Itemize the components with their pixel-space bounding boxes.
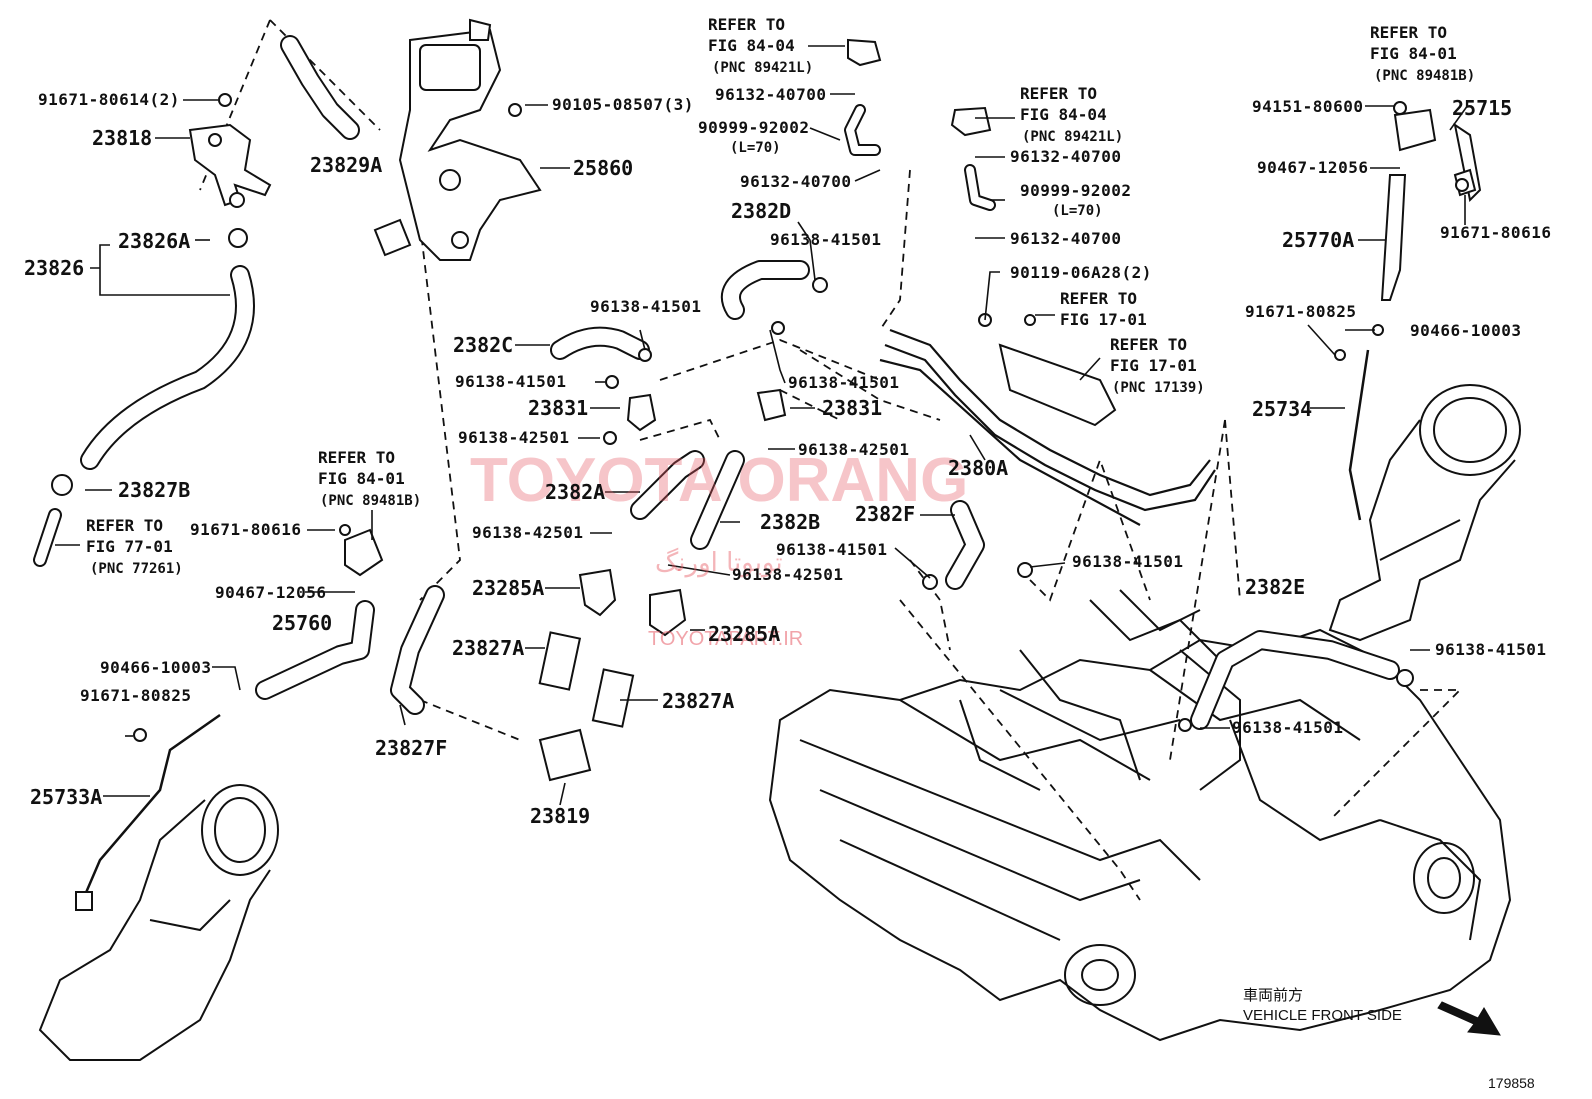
label-96132-40700-c[interactable]: 96132-40700 [1010, 147, 1122, 166]
front-arrow-icon [1437, 1001, 1501, 1036]
label-2380A[interactable]: 2380A [948, 456, 1009, 480]
refer-77-line1: REFER TO [86, 516, 164, 535]
label-90467-12056-right[interactable]: 90467-12056 [1257, 158, 1369, 177]
label-leaders [55, 45, 1469, 806]
refer-left-pnc: (PNC 89481B) [320, 493, 422, 509]
label-96138-42501-b[interactable]: 96138-42501 [732, 565, 844, 584]
label-23819[interactable]: 23819 [530, 804, 591, 828]
refer-right-line1: REFER TO [1370, 23, 1448, 42]
refer-top-pnc: (PNC 89421L) [712, 60, 814, 76]
label-96138-41501-e[interactable]: 96138-41501 [776, 540, 888, 559]
label-90999-length-a: (L=70) [730, 140, 781, 156]
label-96138-41501-f[interactable]: 96138-41501 [1072, 552, 1184, 571]
label-91671-80616-right[interactable]: 91671-80616 [1440, 223, 1552, 242]
front-side-en: VEHICLE FRONT SIDE [1243, 1007, 1402, 1024]
label-23826A[interactable]: 23826A [118, 229, 191, 253]
turbo-left [38, 784, 279, 1061]
small-parts [51, 38, 1469, 782]
label-96132-40700-d[interactable]: 96132-40700 [1010, 229, 1122, 248]
refer-77-pnc: (PNC 77261) [90, 561, 183, 577]
refer-17b-line1: REFER TO [1110, 335, 1188, 354]
front-side-jp: 車両前方 [1243, 987, 1304, 1004]
label-90467-12056-left[interactable]: 90467-12056 [215, 583, 327, 602]
label-23827A-1[interactable]: 23827A [452, 636, 525, 660]
hoses [33, 35, 1400, 730]
watermark-persian: تویوتا اورنگ [655, 548, 783, 578]
label-91671-80825-right[interactable]: 91671-80825 [1245, 302, 1357, 321]
label-90105-08507[interactable]: 90105-08507(3) [552, 95, 694, 114]
refer-left-line1: REFER TO [318, 448, 396, 467]
label-25715[interactable]: 25715 [1452, 96, 1513, 120]
pipe-2380A [879, 328, 1216, 526]
label-2382E[interactable]: 2382E [1245, 575, 1306, 599]
right-parts [1348, 108, 1482, 521]
label-96138-41501-b[interactable]: 96138-41501 [590, 297, 702, 316]
label-23827F[interactable]: 23827F [375, 736, 448, 760]
label-96132-40700-b[interactable]: 96132-40700 [740, 172, 852, 191]
refer-17b-pnc: (PNC 17139) [1112, 380, 1205, 396]
label-23827A-2[interactable]: 23827A [662, 689, 735, 713]
label-96138-41501-g[interactable]: 96138-41501 [1232, 718, 1344, 737]
refer-top-line1: REFER TO [708, 15, 786, 34]
label-96138-42501-c[interactable]: 96138-42501 [458, 428, 570, 447]
refer-17b-line2[interactable]: FIG 17-01 [1110, 356, 1197, 375]
watermark-site: TOYOTAPART.IR [648, 628, 804, 650]
label-23826[interactable]: 23826 [24, 256, 85, 280]
diagram-number: 179858 [1488, 1075, 1535, 1091]
label-23831-right[interactable]: 23831 [822, 396, 883, 420]
label-90466-10003-left[interactable]: 90466-10003 [100, 658, 212, 677]
refer-right-line2[interactable]: FIG 84-01 [1370, 44, 1457, 63]
label-2382C[interactable]: 2382C [453, 333, 514, 357]
label-23831-left[interactable]: 23831 [528, 396, 589, 420]
refer-mid-line1: REFER TO [1020, 84, 1098, 103]
refer-17a-line2[interactable]: FIG 17-01 [1060, 310, 1147, 329]
label-23829A[interactable]: 23829A [310, 153, 383, 177]
left-stick [75, 713, 221, 911]
bracket-25860 [373, 18, 542, 261]
label-90999-92002-a[interactable]: 90999-92002 [698, 118, 810, 137]
label-90119-06A28[interactable]: 90119-06A28(2) [1010, 263, 1152, 282]
label-90999-92002-b[interactable]: 90999-92002 [1020, 181, 1132, 200]
label-91671-80614[interactable]: 91671-80614(2) [38, 90, 180, 109]
turbo-right [1328, 384, 1521, 642]
label-23285A-2[interactable]: 23285A [708, 622, 781, 646]
label-91671-80616-left[interactable]: 91671-80616 [190, 520, 302, 539]
label-2382F[interactable]: 2382F [855, 502, 916, 526]
label-90466-10003-right[interactable]: 90466-10003 [1410, 321, 1522, 340]
label-91671-80825-left[interactable]: 91671-80825 [80, 686, 192, 705]
label-23827B[interactable]: 23827B [118, 478, 191, 502]
refer-mid-pnc: (PNC 89421L) [1022, 129, 1124, 145]
label-25760[interactable]: 25760 [272, 611, 333, 635]
watermark-main: TOYOTA ORANG [470, 446, 969, 515]
label-96132-40700-a[interactable]: 96132-40700 [715, 85, 827, 104]
label-23818[interactable]: 23818 [92, 126, 153, 150]
label-25734[interactable]: 25734 [1252, 397, 1313, 421]
label-96138-41501-h[interactable]: 96138-41501 [1435, 640, 1547, 659]
engine-outline [768, 589, 1512, 1042]
refer-mid-line2[interactable]: FIG 84-04 [1020, 105, 1107, 124]
refer-77-line2[interactable]: FIG 77-01 [86, 537, 173, 556]
label-96138-41501-a[interactable]: 96138-41501 [455, 372, 567, 391]
label-2382B[interactable]: 2382B [760, 510, 821, 534]
label-25860[interactable]: 25860 [573, 156, 634, 180]
label-94151-80600[interactable]: 94151-80600 [1252, 97, 1364, 116]
label-25770A[interactable]: 25770A [1282, 228, 1355, 252]
label-2382A[interactable]: 2382A [545, 480, 606, 504]
label-96138-42501-d[interactable]: 96138-42501 [798, 440, 910, 459]
label-25733A[interactable]: 25733A [30, 785, 103, 809]
refer-right-pnc: (PNC 89481B) [1374, 68, 1476, 84]
dashed-leaders [199, 19, 1463, 901]
label-96138-41501-d[interactable]: 96138-41501 [770, 230, 882, 249]
label-90999-length-b: (L=70) [1052, 203, 1103, 219]
label-96138-41501-c[interactable]: 96138-41501 [788, 373, 900, 392]
label-96138-42501-a[interactable]: 96138-42501 [472, 523, 584, 542]
bracket-23818 [188, 123, 272, 208]
refer-17a-line1: REFER TO [1060, 289, 1138, 308]
refer-top-line2[interactable]: FIG 84-04 [708, 36, 795, 55]
label-23285A-1[interactable]: 23285A [472, 576, 545, 600]
label-2382D[interactable]: 2382D [731, 199, 792, 223]
refer-left-line2[interactable]: FIG 84-01 [318, 469, 405, 488]
